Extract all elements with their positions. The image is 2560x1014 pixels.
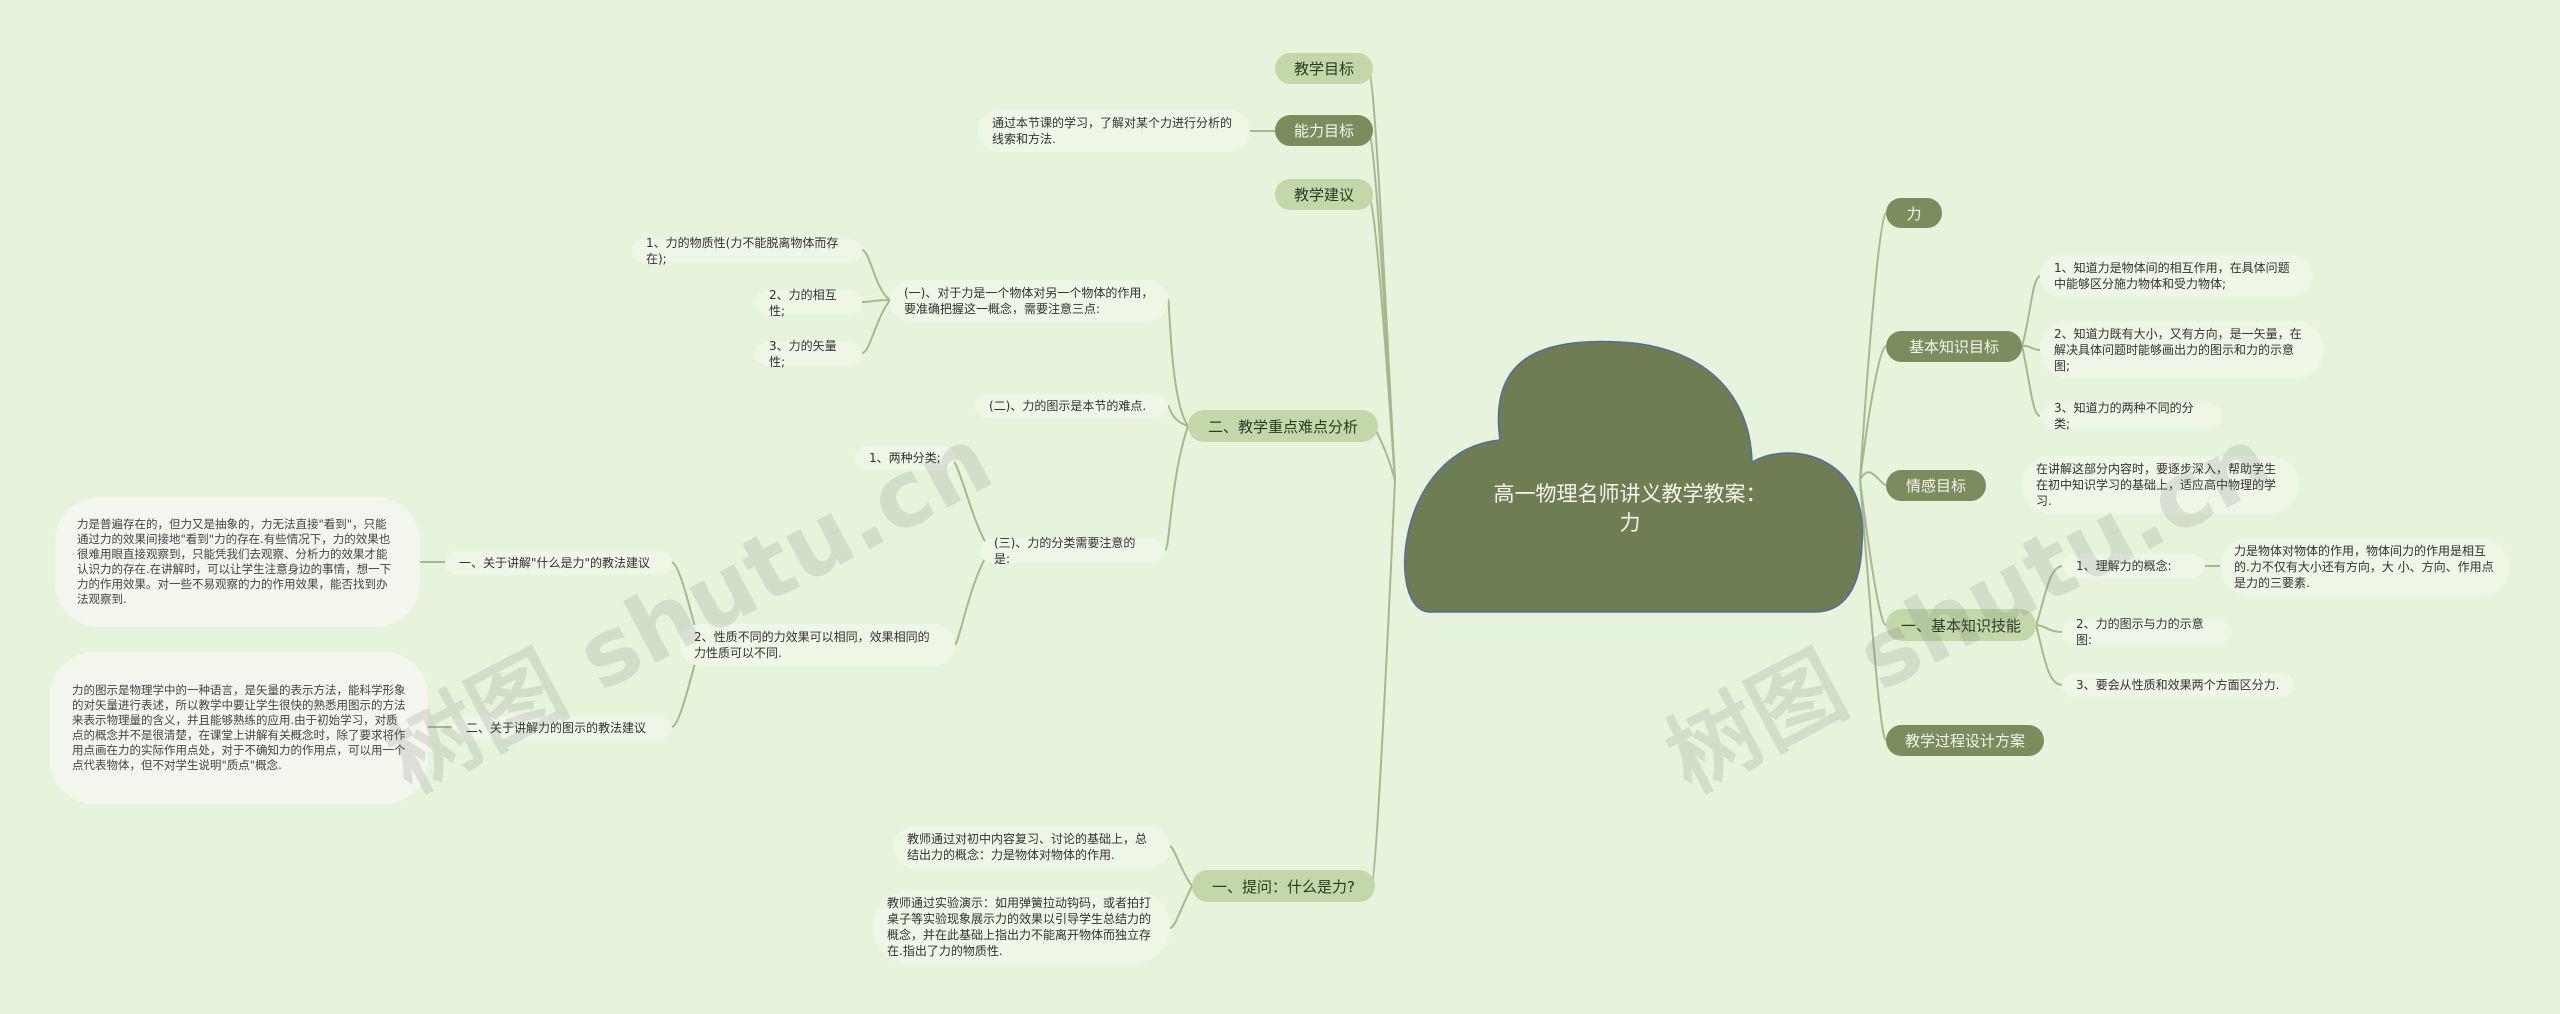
key-part2[interactable]: (二)、力的图示是本节的难点. <box>975 394 1168 418</box>
skills-node[interactable]: 一、基本知识技能 <box>1886 609 2036 641</box>
central-cloud <box>1404 340 1864 613</box>
key-part1-item-3[interactable]: 3、力的矢量性; <box>755 339 862 369</box>
key-points-node[interactable]: 二、教学重点难点分析 <box>1188 410 1378 442</box>
design-node[interactable]: 教学过程设计方案 <box>1886 725 2044 756</box>
emotion-goal-node[interactable]: 情感目标 <box>1886 470 1986 501</box>
skills-item-3[interactable]: 3、要会从性质和效果两个方面区分力. <box>2062 673 2294 697</box>
ability-goal-node[interactable]: 能力目标 <box>1275 115 1373 146</box>
central-topic[interactable]: 高一物理名师讲义教学教案：力 <box>1493 482 1767 535</box>
question-node[interactable]: 一、提问：什么是力? <box>1192 870 1375 902</box>
advice-force-diagram-detail: 力的图示是物理学中的一种语言，是矢量的表示方法，能科学形象的对矢量进行表述，所以… <box>50 652 428 804</box>
skills-item-1-detail: 力是物体对物体的作用，物体间力的作用是相互的.力不仅有大小还有方向，大 小、方向… <box>2220 538 2510 596</box>
skills-item-2[interactable]: 2、力的图示与力的示意图: <box>2062 617 2232 647</box>
force-node[interactable]: 力 <box>1886 198 1942 228</box>
ability-goal-detail: 通过本节课的学习，了解对某个力进行分析的线索和方法. <box>978 110 1250 152</box>
teaching-advice-node[interactable]: 教学建议 <box>1275 179 1373 210</box>
basic-goal-item-2[interactable]: 2、知道力既有大小，又有方向，是一矢量，在解决具体问题时能够画出力的图示和力的示… <box>2040 321 2324 379</box>
teaching-goal-node[interactable]: 教学目标 <box>1275 53 1373 84</box>
basic-goal-item-1[interactable]: 1、知道力是物体间的相互作用，在具体问题中能够区分施力物体和受力物体; <box>2040 255 2313 297</box>
advice-what-is-force-detail: 力是普遍存在的，但力又是抽象的，力无法直接"看到"，只能通过力的效果间接地"看到… <box>55 497 420 627</box>
basic-goal-node[interactable]: 基本知识目标 <box>1886 331 2022 362</box>
key-part3-item-1[interactable]: 1、两种分类; <box>855 446 955 470</box>
question-item-2[interactable]: 教师通过实验演示：如用弹簧拉动钩码，或者拍打桌子等实验现象展示力的效果以引导学生… <box>873 890 1170 964</box>
key-part1[interactable]: (一)、对于力是一个物体对另一个物体的作用，要准确把握这一概念，需要注意三点: <box>890 280 1168 322</box>
basic-goal-item-3[interactable]: 3、知道力的两种不同的分类; <box>2040 401 2222 431</box>
skills-item-1[interactable]: 1、理解力的概念: <box>2062 554 2205 578</box>
key-part1-item-2[interactable]: 2、力的相互性; <box>755 288 862 318</box>
emotion-goal-detail: 在讲解这部分内容时，要逐步深入，帮助学生在初中知识学习的基础上，适应高中物理的学… <box>2022 456 2299 514</box>
key-part3-item-2[interactable]: 2、性质不同的力效果可以相同，效果相同的力性质可以不同. <box>680 624 955 666</box>
advice-what-is-force[interactable]: 一、关于讲解"什么是力"的教法建议 <box>445 551 672 575</box>
key-part3[interactable]: (三)、力的分类需要注意的是: <box>980 536 1165 566</box>
key-part1-item-1[interactable]: 1、力的物质性(力不能脱离物体而存在); <box>632 236 862 266</box>
question-item-1[interactable]: 教师通过对初中内容复习、讨论的基础上，总结出力的概念：力是物体对物体的作用. <box>893 826 1170 868</box>
advice-force-diagram[interactable]: 二、关于讲解力的图示的教法建议 <box>452 716 672 740</box>
